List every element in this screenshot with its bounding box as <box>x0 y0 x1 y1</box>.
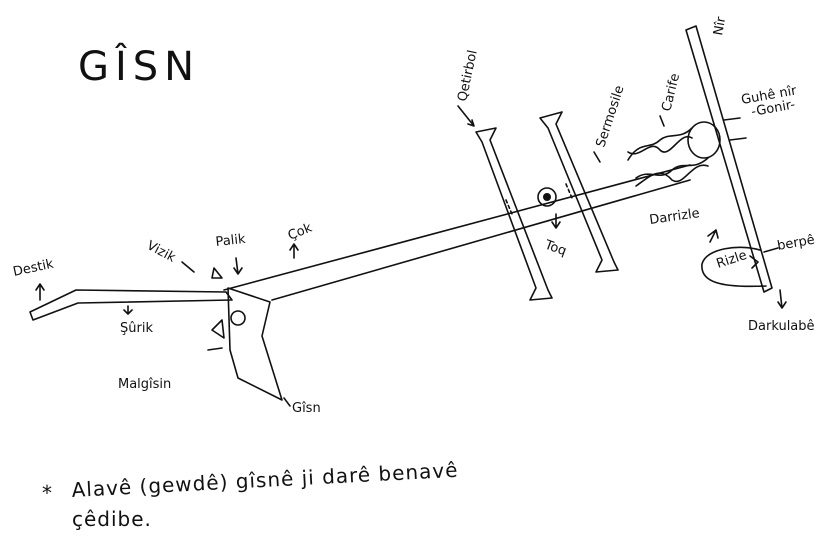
label-malgisin: Malgîsin <box>118 377 171 392</box>
arrow-vizik <box>181 261 195 273</box>
footnote-star: * <box>42 481 53 505</box>
qetirbol-peg <box>475 127 553 301</box>
carife-rope-lower-twist <box>635 164 709 187</box>
arrow-gisn <box>283 397 291 407</box>
beam-upper-line <box>223 164 691 291</box>
handle-shape <box>29 289 233 321</box>
toq-pin <box>543 193 551 201</box>
rizle-loop <box>701 246 767 288</box>
carife-rope-upper <box>627 127 693 161</box>
label-darkulabe: Darkulabê <box>748 319 815 334</box>
yoke-pin-top <box>723 117 741 121</box>
plough-share-shape <box>227 287 283 401</box>
label-cok: Çok <box>286 220 315 243</box>
label-nir: Nîr <box>711 15 729 37</box>
arrow-cok <box>289 243 299 259</box>
yoke-pin-bottom <box>729 137 747 141</box>
label-sermosile: Sermosile <box>594 84 628 149</box>
label-destik: Destik <box>12 257 56 280</box>
arrow-darkulabe <box>777 289 787 309</box>
arrow-berpe <box>763 247 779 253</box>
share-tip <box>207 347 223 351</box>
beam-lower-line <box>271 179 691 301</box>
label-surik: Şûrik <box>120 321 153 336</box>
arrow-surik <box>123 305 133 315</box>
footnote-line-1: Alavê (gewdê) gîsnê ji darê benavê <box>71 458 459 502</box>
diagram-title: GÎSN <box>78 42 200 90</box>
rizle-inner <box>749 255 759 269</box>
label-carife: Carife <box>659 72 683 113</box>
arrow-toq <box>551 213 561 229</box>
beam-dash-2 <box>565 183 573 199</box>
label-palik: Palik <box>215 232 247 250</box>
carife-rope-lower <box>635 157 709 179</box>
label-berpe: berpê <box>776 233 816 254</box>
arrow-qetirbol <box>457 105 475 127</box>
carife-rope-upper-twist <box>627 135 693 155</box>
label-darrizle: Darrizle <box>648 206 700 228</box>
label-gisn: Gîsn <box>292 401 321 416</box>
label-toq: Toq <box>542 237 569 259</box>
toq-peg <box>539 111 619 273</box>
label-qetirbol: Qetirbol <box>455 49 481 103</box>
arrow-darrizle <box>707 229 719 243</box>
arrow-palik <box>233 257 243 275</box>
toq-pin-ring <box>537 187 557 207</box>
share-wedge <box>211 319 225 339</box>
label-rizle: Rizle <box>715 248 749 272</box>
beam-dash-1 <box>505 199 513 215</box>
arrow-sermosile <box>593 151 601 163</box>
arrow-carife <box>659 115 665 127</box>
yoke-ring <box>687 121 721 159</box>
arrow-destik <box>35 283 45 301</box>
yoke-bar <box>685 25 773 293</box>
share-bolt <box>230 310 246 326</box>
footnote-line-2: çêdibe. <box>72 507 152 531</box>
label-vizik: Vizik <box>144 238 178 266</box>
vizik-flag <box>211 267 223 279</box>
